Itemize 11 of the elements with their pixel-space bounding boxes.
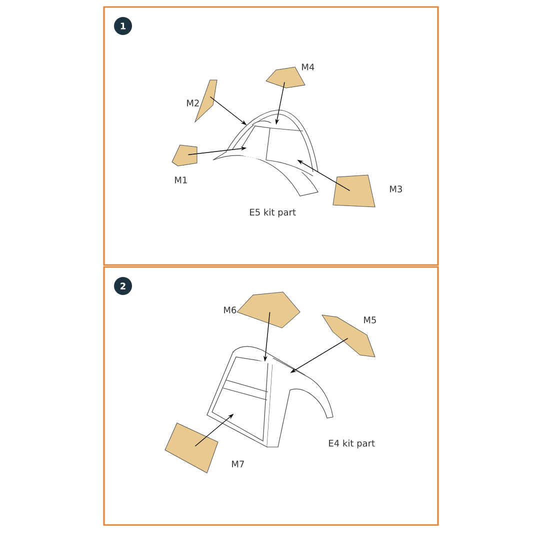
part-label: M2	[187, 100, 199, 106]
part-label: M6	[224, 306, 236, 314]
part-label: M4	[302, 64, 314, 70]
step-badge: 1	[114, 17, 132, 35]
part-label: M5	[364, 316, 376, 324]
step-badge: 2	[114, 277, 132, 295]
part-label: E5 kit part	[250, 208, 296, 218]
part-label: M3	[390, 186, 402, 192]
part-label: M7	[232, 460, 244, 468]
part-label: E4 kit part	[329, 440, 375, 448]
part-label: M1	[175, 176, 187, 184]
